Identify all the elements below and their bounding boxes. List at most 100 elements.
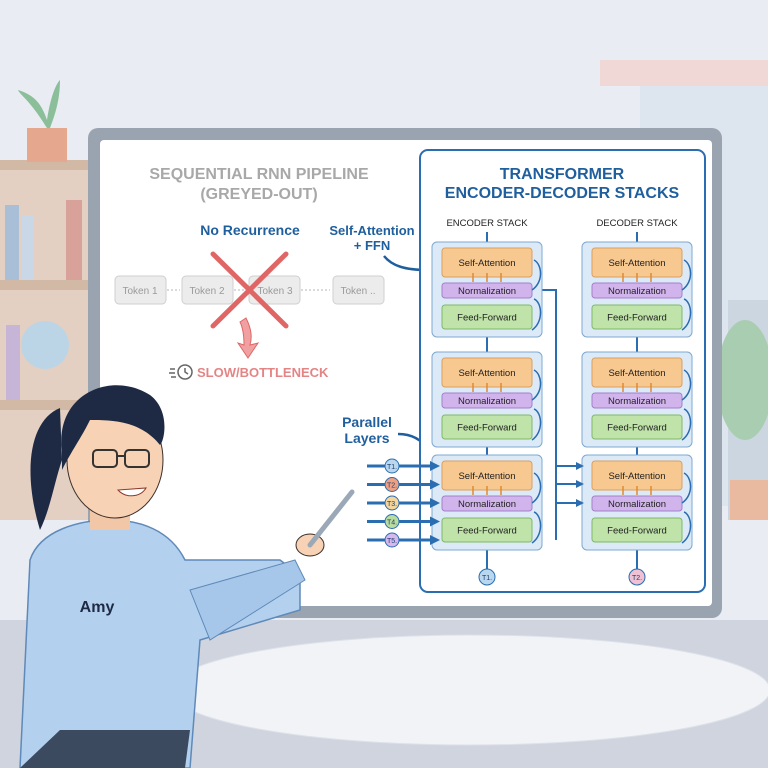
plant-right (717, 320, 768, 520)
rnn-token-1: Token 1 (114, 275, 167, 305)
bottleneck-label: SLOW/BOTTLENECK (197, 365, 329, 380)
encoder-decoder-connection (542, 289, 557, 540)
arrowhead-icon (576, 462, 584, 470)
attention-label: Self-Attention (458, 258, 515, 269)
token-badge (384, 458, 400, 474)
residual-arrow (531, 298, 542, 331)
glasses-icon (92, 449, 150, 468)
presenter-amy: Amy (19, 385, 355, 768)
rnn-token-3: Token 3 (248, 275, 301, 305)
residual-arrow (531, 369, 542, 401)
arm (189, 559, 306, 641)
rnn-title-line1: SEQUENTIAL RNN PIPELINE (149, 166, 369, 183)
parallel-input-token-2: T2. (367, 477, 440, 492)
norm-box (591, 495, 683, 512)
transformer-title-line2: ENCODER-DECODER STACKS (445, 185, 680, 202)
self-attention-annotation-line1: Self-Attention (329, 223, 414, 238)
residual-arrow (681, 298, 692, 331)
ffn-box (441, 517, 533, 543)
pants (20, 730, 190, 768)
transformer-panel: TRANSFORMER ENCODER-DECODER STACKS ENCOD… (367, 149, 706, 593)
ffn-box (441, 414, 533, 440)
rnn-token-label: Token 1 (122, 286, 157, 297)
token-badge (384, 514, 400, 529)
arrowhead-icon (576, 480, 584, 488)
token-badge (384, 495, 400, 511)
norm-label: Normalization (608, 286, 666, 297)
attention-label: Self-Attention (608, 471, 665, 482)
token-label: T5. (387, 538, 397, 545)
arrowhead-icon (430, 516, 440, 527)
norm-label: Normalization (458, 286, 516, 297)
attention-label: Self-Attention (458, 471, 515, 482)
plant-left (18, 80, 67, 162)
name-tag: Amy (80, 599, 115, 616)
down-arrow-icon (236, 317, 260, 359)
residual-arrow (681, 472, 692, 504)
token-badge (384, 477, 400, 492)
ffn-box (591, 517, 683, 543)
residual-arrow (531, 472, 542, 504)
token-label: T3. (387, 501, 397, 508)
self-attention-annotation-line2: + FFN (354, 238, 390, 253)
residual-arrow (531, 259, 542, 291)
rnn-section: SEQUENTIAL RNN PIPELINE (GREYED-OUT) Tok… (114, 166, 385, 380)
token-badge (384, 532, 400, 548)
arrowhead-icon (430, 535, 440, 545)
residual-arrow (681, 369, 692, 401)
attention-label: Self-Attention (608, 258, 665, 269)
parallel-input-token-1: T1. (367, 458, 440, 474)
norm-box (591, 392, 683, 409)
ffn-label: Feed-Forward (607, 423, 667, 434)
parallel-input-token-5: T5. (367, 532, 440, 548)
transformer-title-line1: TRANSFORMER (500, 166, 625, 183)
rnn-token-label: Token 3 (257, 286, 292, 297)
ponytail (30, 408, 62, 530)
arrowhead-icon (576, 499, 584, 507)
residual-arrow (531, 511, 542, 544)
encoder-stack-label: ENCODER STACK (446, 218, 528, 229)
norm-label: Normalization (608, 499, 666, 510)
ffn-label: Feed-Forward (457, 526, 517, 537)
rnn-token-2: Token 2 (181, 275, 234, 305)
smile (116, 487, 147, 497)
rnn-token-label: Token .. (340, 286, 375, 297)
encoder-input-token: T1. (478, 568, 496, 586)
no-recurrence-label: No Recurrence (200, 222, 300, 238)
ffn-label: Feed-Forward (607, 313, 667, 324)
arrowhead-icon (430, 498, 440, 508)
arrowhead-icon (430, 479, 440, 490)
token-label: T1. (482, 575, 492, 582)
norm-box (441, 392, 533, 409)
cross-icon (210, 251, 289, 329)
parallel-annotation-line2: Layers (344, 430, 389, 446)
parallel-input-token-3: T3. (367, 495, 440, 511)
token-label: T2. (632, 575, 642, 582)
decoder-stack-label: DECODER STACK (596, 218, 678, 229)
ffn-label: Feed-Forward (457, 423, 517, 434)
ffn-label: Feed-Forward (607, 526, 667, 537)
token-label: T1. (387, 464, 397, 471)
ffn-box (441, 304, 533, 330)
rnn-title-line2: (GREYED-OUT) (200, 186, 317, 203)
ffn-box (591, 304, 683, 330)
parallel-input-token-4: T4. (367, 514, 440, 529)
ffn-label: Feed-Forward (457, 313, 517, 324)
residual-arrow (531, 408, 542, 441)
norm-label: Normalization (458, 499, 516, 510)
ffn-box (591, 414, 683, 440)
parallel-annotation-line1: Parallel (342, 414, 392, 430)
residual-arrow (681, 259, 692, 291)
norm-box (441, 282, 533, 299)
rnn-token-4: Token .. (332, 275, 385, 305)
token-label: T2. (387, 483, 397, 490)
stage-platform (169, 634, 768, 746)
decoder-input-token: T2. (628, 568, 646, 586)
token-label: T4. (387, 520, 397, 527)
